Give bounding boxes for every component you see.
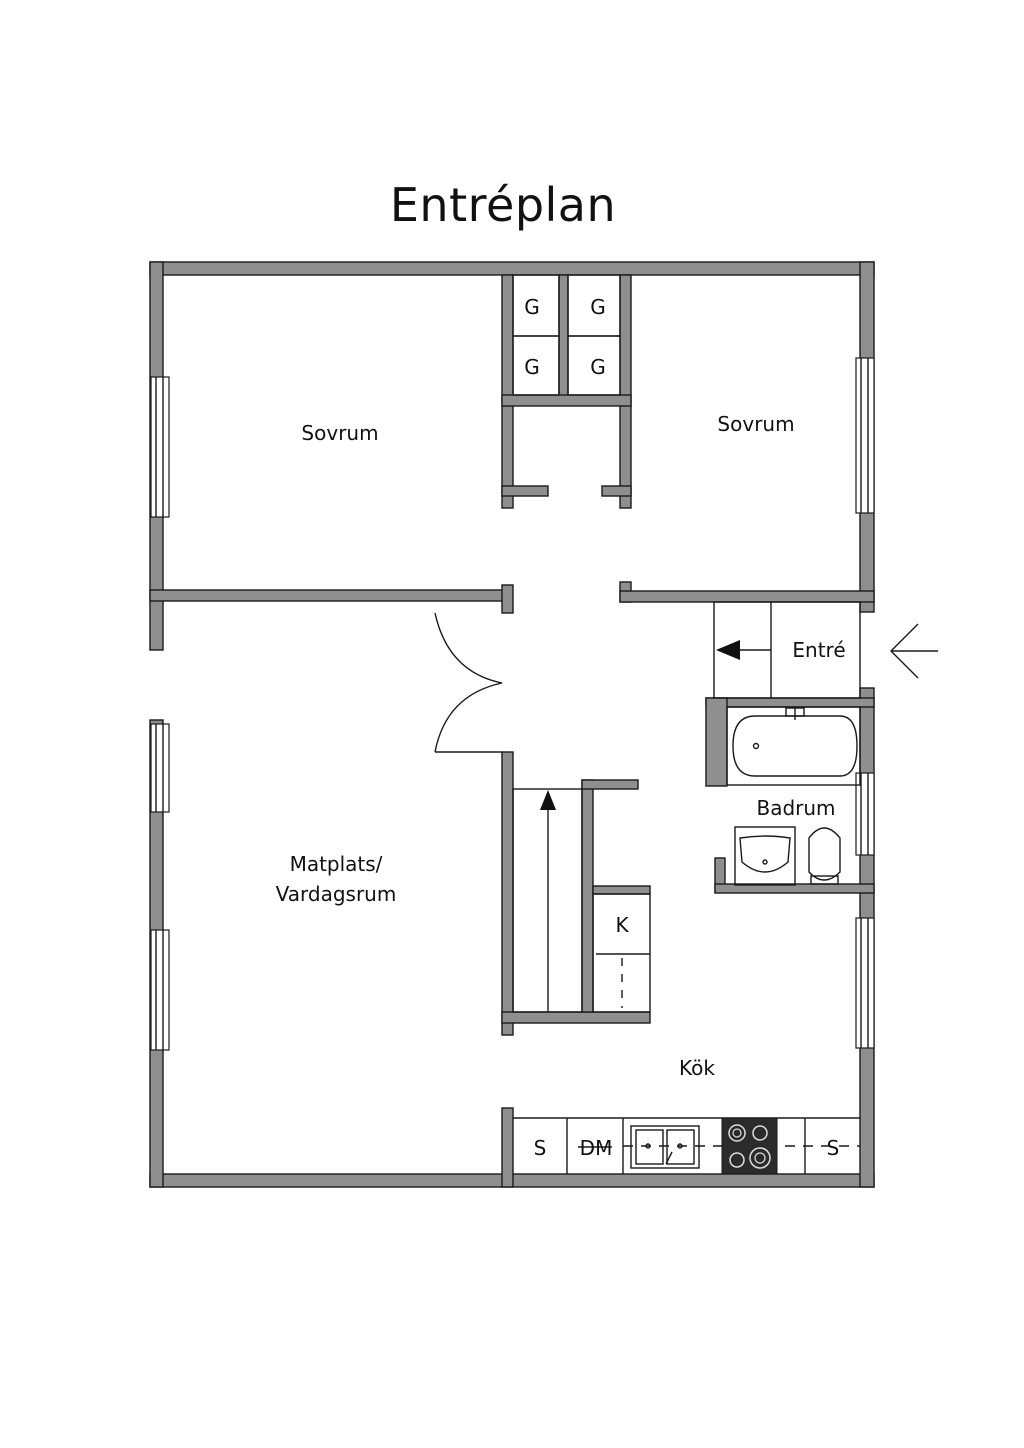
kitchen-counter [513,1117,860,1175]
stair-arrow-icon [540,790,556,810]
room-label-bedroom-left: Sovrum [301,421,378,445]
wardrobe-label: G [524,295,540,319]
plan-title: Entréplan [389,178,617,232]
bathroom-fixtures [726,706,861,886]
dishwasher-label: DM [580,1136,613,1160]
room-label-bedroom-right: Sovrum [717,412,794,436]
wardrobe-label: G [524,355,540,379]
entry-arrow-icon [890,623,938,679]
closet [592,893,651,1013]
room-label-living-line2: Vardagsrum [276,882,397,906]
wardrobe-label: G [590,355,606,379]
kitchen-s-label: S [827,1136,840,1160]
double-door [434,612,503,753]
kitchen-s-label: S [534,1136,547,1160]
windows [150,357,875,1051]
entrance-arrow-icon [716,640,740,660]
stove-icon [721,1117,778,1175]
sink-icon [739,835,791,873]
room-label-kitchen: Kök [679,1056,715,1080]
room-label-living-line1: Matplats/ [290,852,383,876]
staircase [512,788,583,1013]
room-label-bathroom: Badrum [756,796,835,820]
bathtub-icon [732,715,858,777]
closet-label: K [615,913,629,937]
wardrobes [512,274,621,396]
entrance-area [713,601,861,699]
room-label-entrance: Entré [792,638,845,662]
toilet-icon [808,827,841,881]
sink-icon [630,1125,700,1169]
wardrobe-label: G [590,295,606,319]
